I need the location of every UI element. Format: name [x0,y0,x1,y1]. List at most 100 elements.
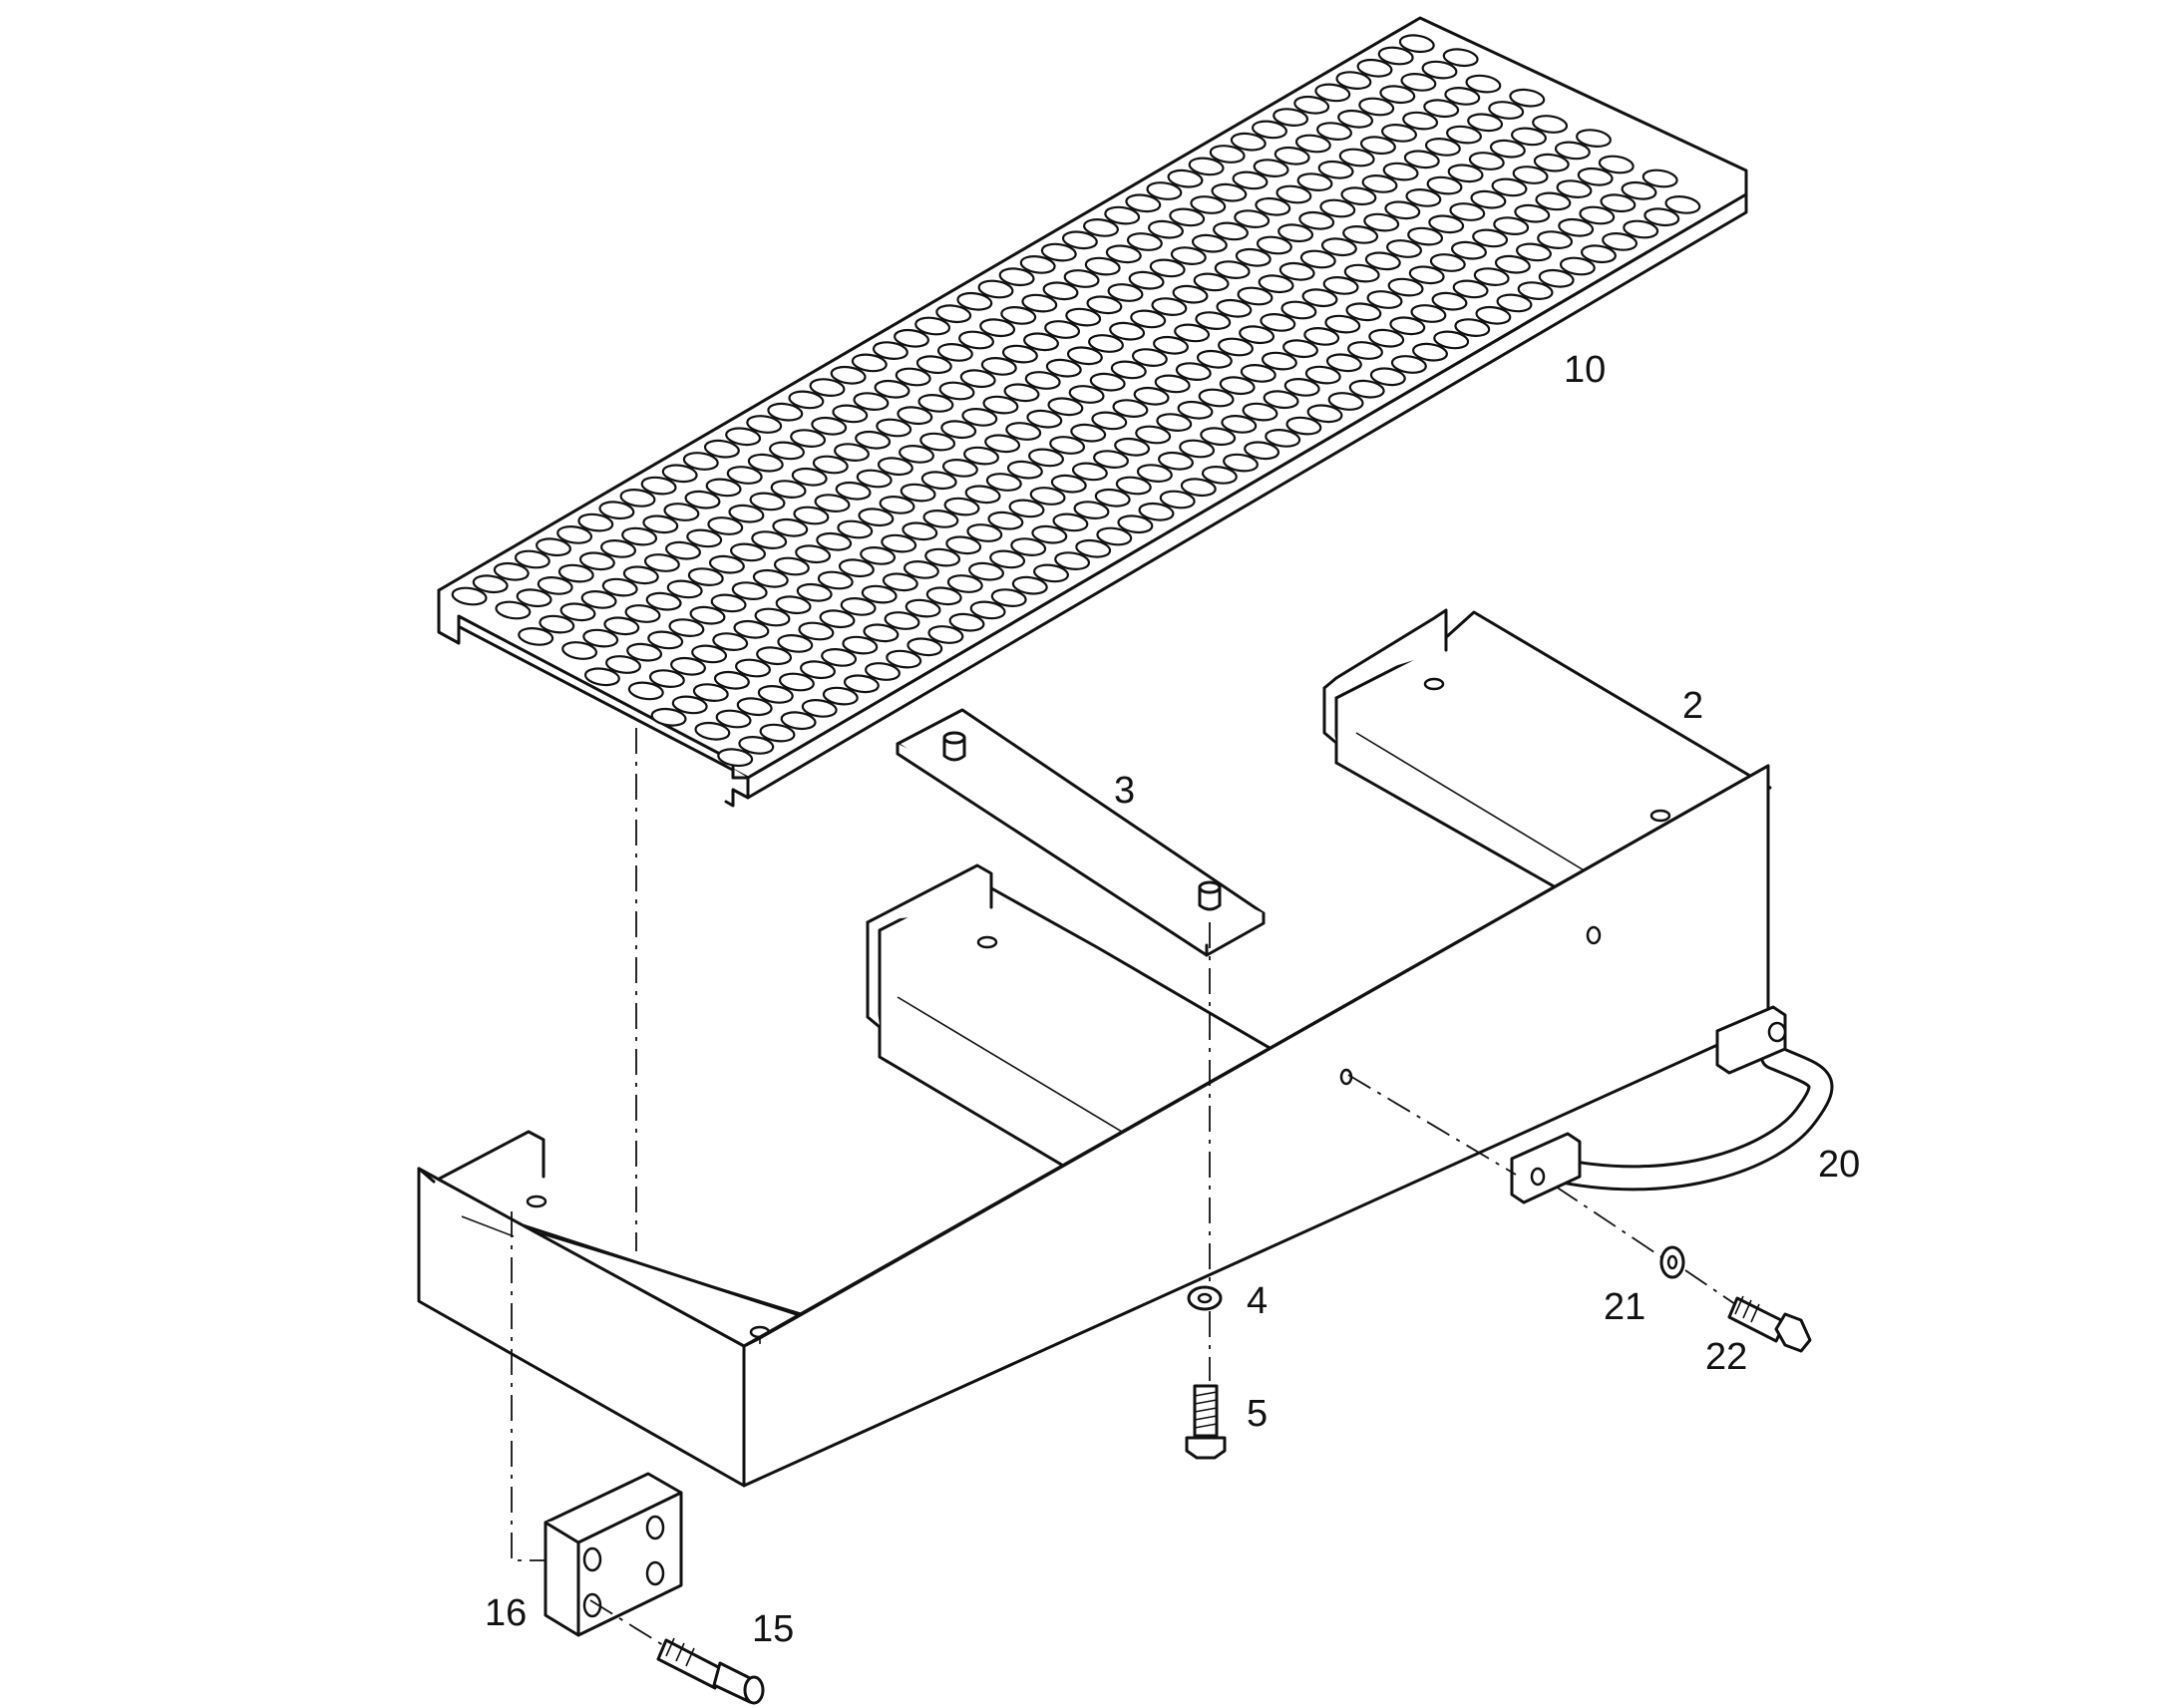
grating-opening [1136,464,1173,483]
grating-opening [858,508,895,527]
grating-opening [682,452,719,471]
grating-opening [830,365,867,385]
grating-opening [1277,223,1314,243]
grating-opening [793,506,830,525]
grating-opening [1296,172,1333,191]
grating-opening [713,670,750,690]
grating-opening [977,279,1014,299]
grating-opening [1324,314,1361,334]
grating-opening [1133,386,1170,406]
grating-opening [1096,526,1133,546]
grating-opening [603,616,640,636]
grating-opening [514,549,550,569]
grating-opening [578,551,615,571]
grating-opening [1000,306,1037,325]
grating-opening [1223,453,1259,473]
callout-22: 22 [1705,1336,1747,1378]
bolt-part-22 [1727,1295,1812,1353]
grating-opening [536,537,571,557]
grating-opening [1623,219,1659,239]
grating-opening [577,512,614,532]
grating-opening [717,748,754,768]
grating-opening [1387,277,1424,297]
grating-opening [1664,195,1701,214]
grating-opening [837,519,874,539]
grating-opening [640,476,677,496]
grating-opening [990,588,1027,607]
grating-opening [1094,488,1131,508]
grating-opening [1358,97,1395,117]
grating-opening [877,457,913,477]
grating-opening [752,568,789,588]
grating-opening [1491,177,1528,197]
grating-opening [843,674,880,694]
grating-opening [691,644,728,664]
grating-opening [1449,202,1486,221]
part-callouts: 10 2 3 4 5 20 21 22 16 15 [485,349,1860,1650]
callout-2: 2 [1682,685,1703,727]
washer-part-21 [1659,1245,1685,1279]
grating-opening [1298,210,1335,230]
grating-opening [984,434,1021,454]
grating-opening [1299,249,1336,269]
grating-opening [689,605,726,625]
grating-opening [1516,242,1552,262]
grating-opening [1424,138,1461,157]
grating-opening [1075,538,1112,558]
grating-opening [692,683,729,702]
grating-opening [1216,298,1253,318]
grating-opening [1159,490,1196,510]
grating-opening [1602,232,1638,251]
grating-opening [769,441,805,461]
grating-opening [738,736,775,755]
grating-opening [1052,512,1089,532]
grating-opening [936,343,973,362]
grating-opening [1377,46,1414,66]
grating-opening [1040,242,1077,262]
grating-opening [1061,230,1098,250]
grating-opening [956,291,993,311]
grating-opening [1412,342,1448,362]
grating-opening [1209,145,1246,164]
grating-opening [1554,141,1591,161]
grating-opening [1446,125,1482,145]
grating-opening [556,525,593,544]
grating-opening [935,304,972,324]
grating-opening [777,634,814,653]
grating-opening [1219,376,1256,396]
grating-opening [1260,313,1296,332]
grating-opening [1175,362,1212,381]
grating-opening [1278,261,1315,281]
grating-opening [1285,416,1322,436]
grating-opening [1093,450,1129,469]
grating-opening [788,390,825,410]
grating-opening [668,618,705,637]
grating-opening [1317,160,1354,179]
grating-opening [1239,325,1275,345]
grating-opening [580,590,617,609]
grating-opening [451,586,488,606]
grating-opening [1379,85,1416,105]
grating-opening [650,707,687,727]
grating-opening [1156,413,1193,432]
grating-opening [1234,209,1271,228]
grating-opening [751,530,788,549]
grating-opening [840,597,877,616]
grating-opening [1065,307,1102,327]
grating-opening [1149,258,1186,278]
bolt-part-5 [1185,1384,1227,1460]
grating-opening [1559,256,1596,276]
grating-opening [1063,269,1100,288]
grating-opening [1221,415,1258,434]
grating-opening [1252,120,1287,140]
grating-opening [1089,372,1126,392]
grating-opening [1066,346,1103,366]
grating-opening [707,516,744,535]
grating-opening [919,432,956,452]
grating-opening [938,381,975,401]
grating-opening [796,582,833,602]
grating-opening [1179,439,1216,459]
grating-opening [778,672,815,692]
grating-opening [1255,196,1291,216]
